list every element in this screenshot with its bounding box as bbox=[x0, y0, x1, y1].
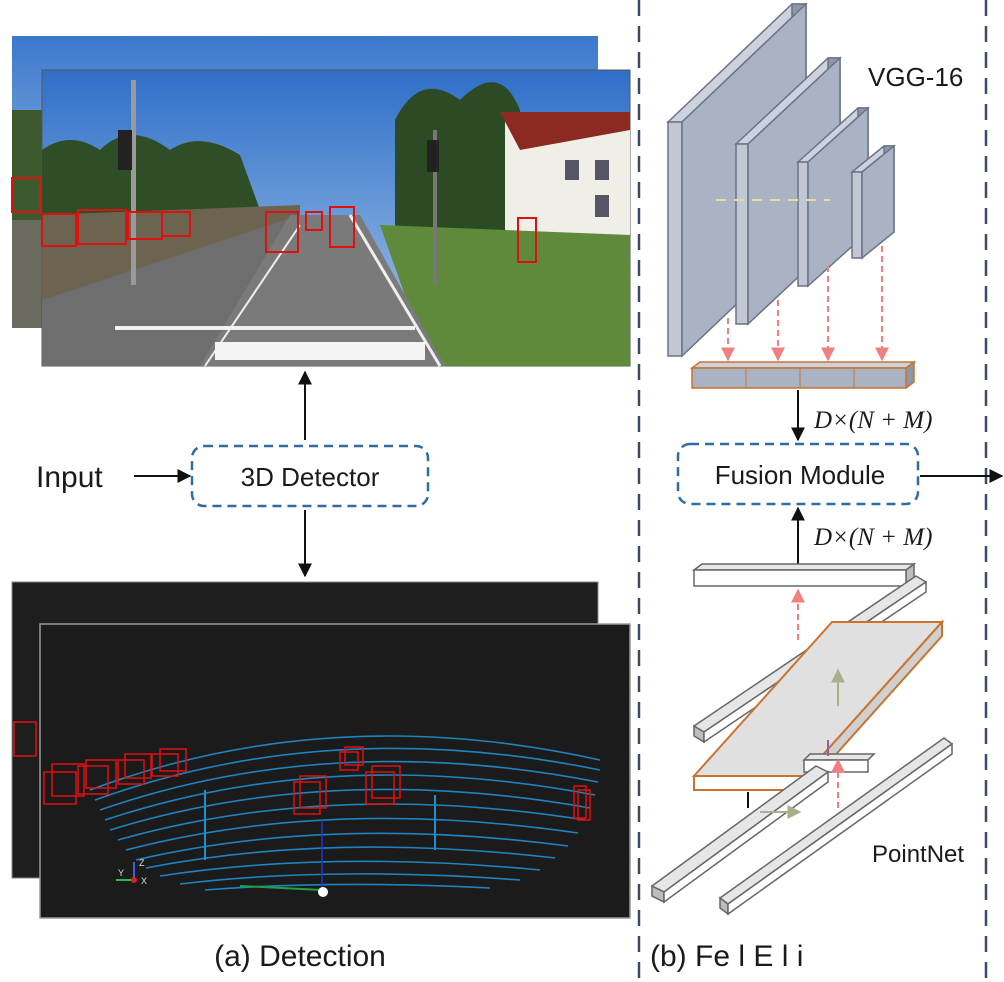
input-label: Input bbox=[36, 461, 103, 494]
vgg-slab-4 bbox=[849, 144, 897, 260]
caption-a: (a) Detection bbox=[214, 940, 386, 973]
dim-label-bottom: D×(N + M) bbox=[813, 524, 932, 551]
lidar-rings bbox=[89, 735, 601, 891]
fusion-module-label: Fusion Module bbox=[715, 460, 886, 490]
axis-z-label: Z bbox=[139, 858, 145, 868]
detection-boxes-3d bbox=[43, 746, 591, 821]
axis-gizmo: Z Y X bbox=[116, 858, 147, 886]
axis-x-label: X bbox=[141, 876, 147, 886]
axis-y-label: Y bbox=[118, 868, 124, 878]
pointnet-slab-lower-left bbox=[650, 765, 830, 904]
detector-box bbox=[190, 444, 430, 508]
image-feature-vector bbox=[689, 360, 917, 390]
camera-image-front bbox=[41, 69, 631, 367]
dim-label-top: D×(N + M) bbox=[813, 407, 932, 434]
vgg-label: VGG-16 bbox=[868, 62, 963, 92]
pointnet-label: PointNet bbox=[872, 841, 964, 868]
pointnet-slab-lower-right bbox=[718, 737, 954, 916]
vgg-projection-arrows bbox=[721, 246, 889, 362]
pointnet-slab-highlight bbox=[691, 619, 945, 793]
caption-b: (b) Fe l E l i bbox=[650, 940, 803, 973]
pointcloud-image-front: Z Y X bbox=[39, 623, 631, 919]
pointnet-output-bar bbox=[691, 562, 917, 588]
detection-boxes-2d bbox=[41, 206, 537, 263]
pointnet-structure bbox=[650, 562, 954, 916]
vgg-backbone bbox=[666, 2, 897, 358]
detector-label: 3D Detector bbox=[241, 462, 380, 492]
fusion-module-box bbox=[676, 442, 920, 506]
